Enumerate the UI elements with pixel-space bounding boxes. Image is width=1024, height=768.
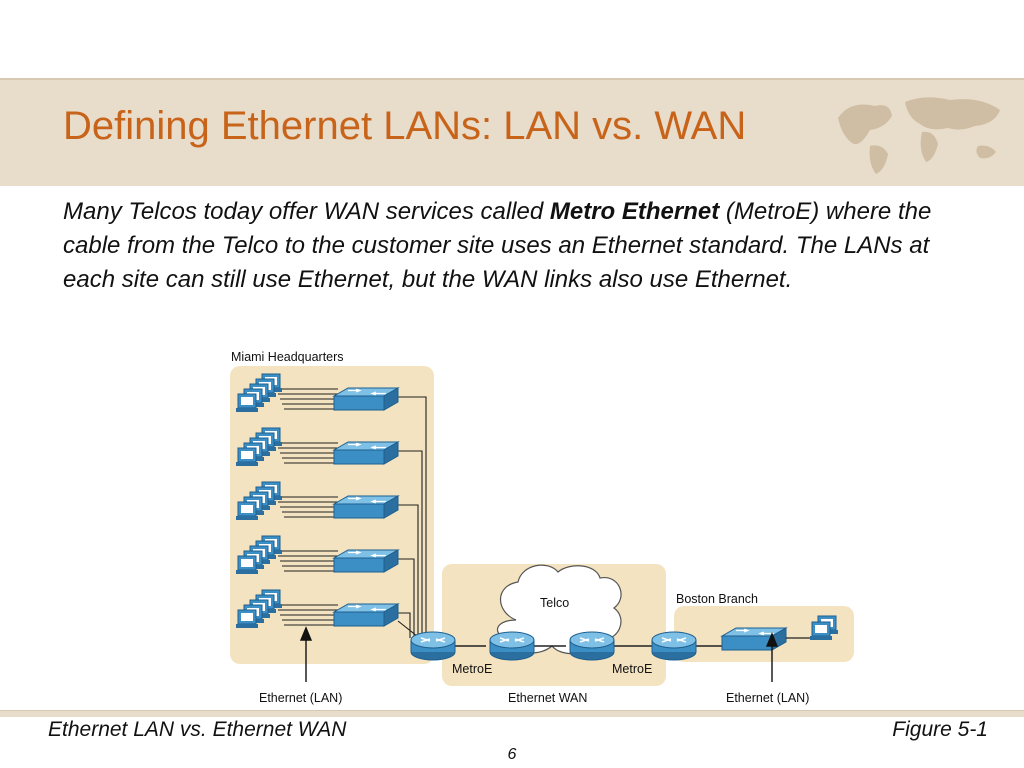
body-text-bold: Metro Ethernet	[549, 198, 720, 225]
figure-caption: Ethernet LAN vs. Ethernet WAN	[48, 718, 347, 741]
figure-number: Figure 5-1	[892, 718, 988, 741]
miami-switch-4	[333, 549, 399, 573]
body-text-part1: Many Telcos today offer WAN services cal…	[63, 198, 550, 225]
miami-switch-2	[333, 441, 399, 465]
miami-router	[410, 631, 456, 661]
network-diagram: Miami Headquarters Boston Branch Telco	[230, 350, 854, 705]
miami-pc-links	[276, 388, 338, 626]
miami-switch-5	[333, 603, 399, 627]
boston-router	[651, 631, 697, 661]
boston-branch-label: Boston Branch	[676, 592, 758, 606]
page-number: 6	[507, 746, 517, 763]
boston-pc	[810, 615, 838, 640]
telco-label: Telco	[540, 596, 569, 610]
metroe-label-left: MetroE	[452, 662, 492, 676]
body-text-part2: (MetroE) where the cable from the Telco …	[63, 198, 932, 293]
miami-switch-3	[333, 495, 399, 519]
miami-uplinks	[397, 396, 433, 647]
world-map-decoration	[838, 97, 1000, 174]
ethernet-wan-label: Ethernet WAN	[508, 691, 587, 705]
miami-headquarters-label: Miami Headquarters	[231, 350, 344, 364]
ethernet-lan-label-left: Ethernet (LAN)	[259, 691, 342, 705]
metroe-label-right: MetroE	[612, 662, 652, 676]
slide-title: Defining Ethernet LANs: LAN vs. WAN	[63, 104, 747, 148]
footer-band	[0, 710, 1024, 717]
telco-router-left	[489, 631, 535, 661]
ethernet-lan-label-right: Ethernet (LAN)	[726, 691, 809, 705]
miami-switch-1	[333, 387, 399, 411]
miami-site-box	[230, 366, 434, 664]
body-paragraph: Many Telcos today offer WAN services cal…	[63, 195, 973, 297]
pointer-arrows	[299, 626, 779, 682]
telco-router-right	[569, 631, 615, 661]
